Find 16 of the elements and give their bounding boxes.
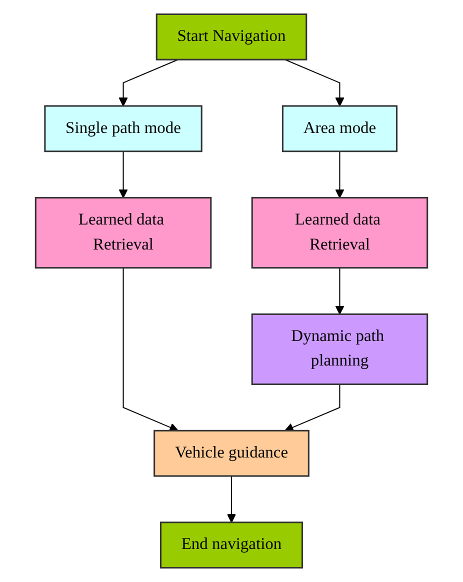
arrow xyxy=(226,476,236,523)
arrow xyxy=(335,151,344,198)
arrow xyxy=(118,151,128,198)
node-box: Start Navigation xyxy=(156,13,308,60)
arrow xyxy=(284,384,340,432)
arrow xyxy=(122,268,178,432)
node-box: Dynamic path planning xyxy=(251,313,428,386)
node-box: Learned data Retrieval xyxy=(34,196,212,269)
node-box: Learned data Retrieval xyxy=(251,196,428,269)
arrow xyxy=(284,59,344,106)
node-box: End navigation xyxy=(160,522,304,569)
node-box: Area mode xyxy=(282,105,398,152)
node-box: Vehicle guidance xyxy=(154,430,310,477)
arrow xyxy=(118,59,178,106)
arrow xyxy=(335,268,344,315)
node-box: Single path mode xyxy=(44,105,202,152)
